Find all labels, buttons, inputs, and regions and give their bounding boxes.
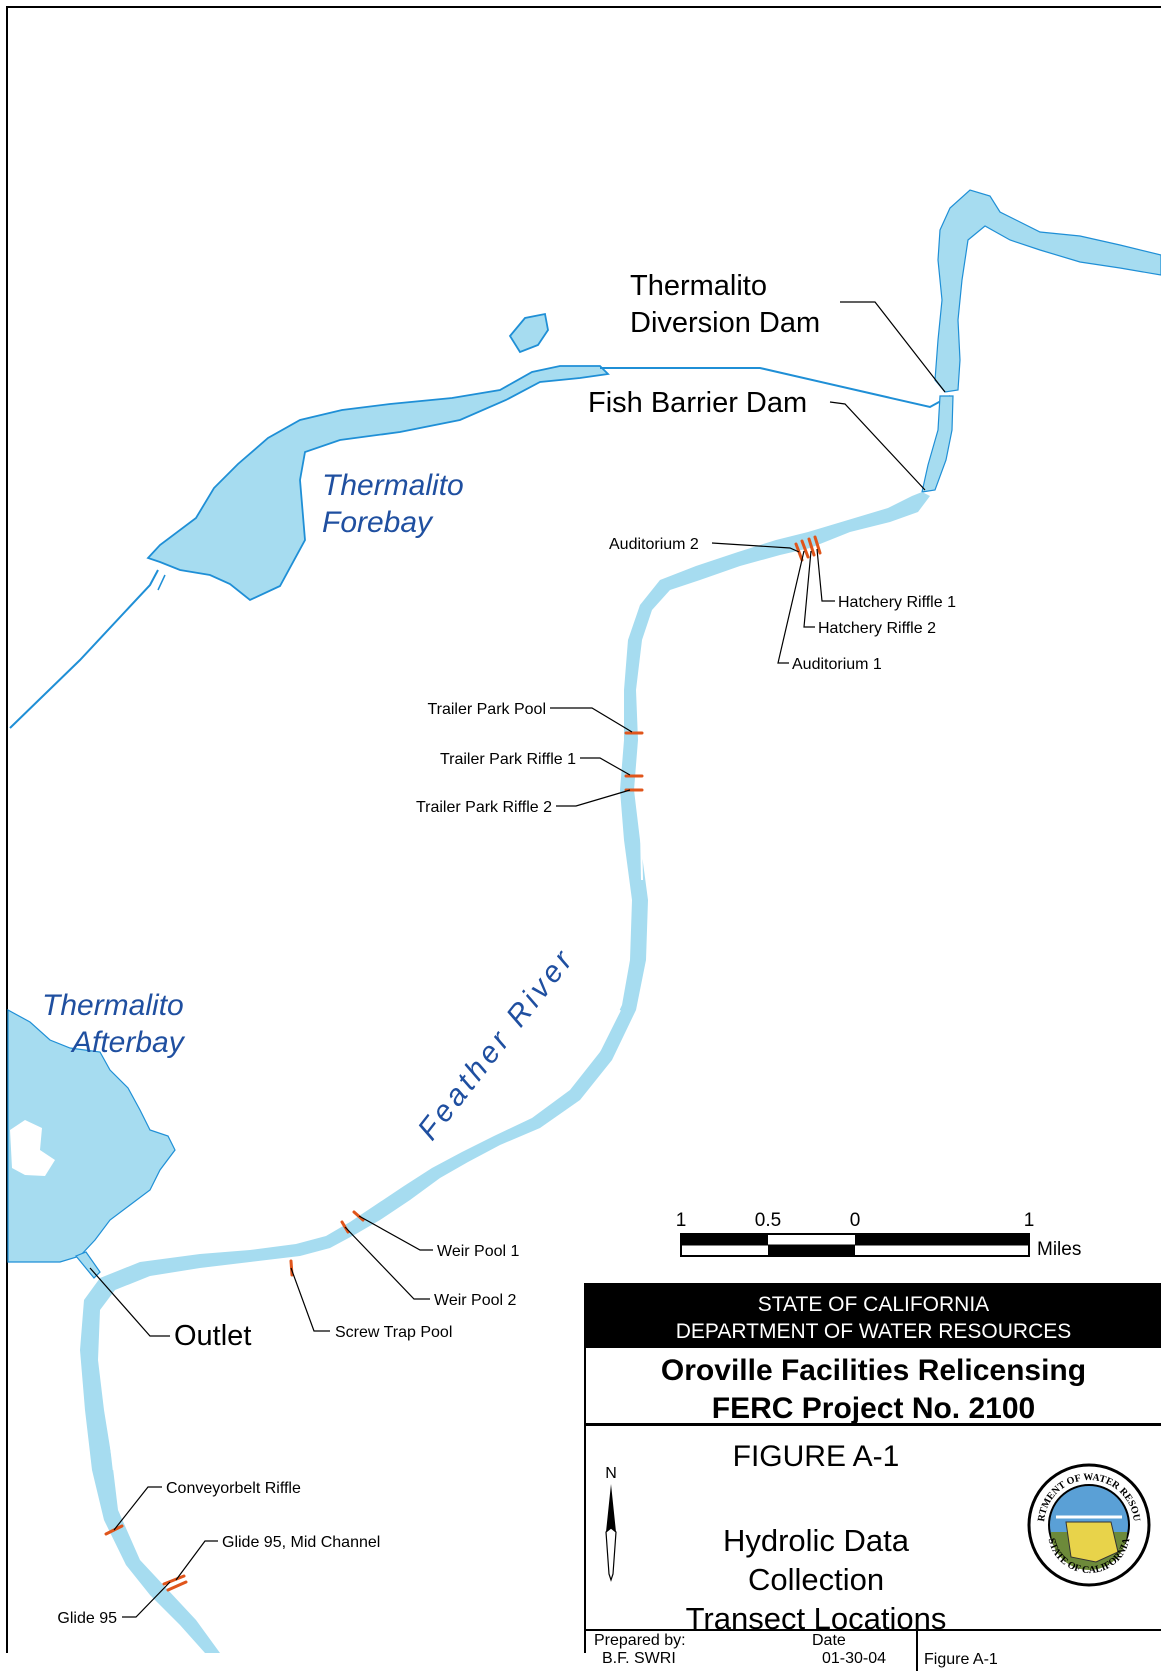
label-trailer-park-pool: Trailer Park Pool bbox=[427, 701, 546, 718]
label-diversion-dam-line2: Diversion Dam bbox=[630, 307, 820, 339]
agency-header: STATE OF CALIFORNIA DEPARTMENT OF WATER … bbox=[586, 1285, 1161, 1348]
date-label: Date bbox=[812, 1632, 846, 1649]
figure-title-line-1: Hydrolic Data Collection bbox=[722, 1523, 910, 1597]
upper-river-arm bbox=[934, 189, 1161, 393]
date-field: Date 01-30-04 bbox=[812, 1632, 886, 1668]
svg-text:N: N bbox=[605, 1465, 617, 1482]
scale-tick-1-right: 1 bbox=[1024, 1210, 1035, 1231]
map-frame bbox=[6, 6, 1161, 1653]
scale-bar: 1 0.5 0 1 Miles bbox=[676, 1210, 1082, 1260]
title-block: STATE OF CALIFORNIA DEPARTMENT OF WATER … bbox=[584, 1283, 1161, 1671]
label-forebay-line1: Thermalito bbox=[322, 469, 464, 502]
label-hatchery-riffle-2: Hatchery Riffle 2 bbox=[818, 620, 936, 637]
label-diversion-dam-line1: Thermalito bbox=[630, 270, 767, 302]
label-glide-95-mid-channel: Glide 95, Mid Channel bbox=[222, 1534, 380, 1551]
label-weir-pool-1: Weir Pool 1 bbox=[437, 1243, 520, 1260]
forebay-island-lobe bbox=[508, 312, 549, 354]
label-afterbay-line2: Afterbay bbox=[70, 1026, 186, 1059]
prepared-by: Prepared by: B.F. SWRI bbox=[594, 1632, 686, 1668]
north-arrow-icon: N bbox=[605, 1465, 617, 1582]
project-title: Oroville Facilities Relicensing FERC Pro… bbox=[586, 1348, 1161, 1426]
label-fish-barrier-dam: Fish Barrier Dam bbox=[588, 387, 807, 419]
thermalito-forebay bbox=[146, 365, 610, 602]
transect-hatchery-riffle-1 bbox=[813, 535, 822, 555]
figure-panel: N FIGURE A-1 Hydrolic Data Collection Tr… bbox=[586, 1426, 1161, 1636]
label-screw-trap-pool: Screw Trap Pool bbox=[335, 1324, 452, 1341]
label-afterbay-line1: Thermalito bbox=[42, 989, 184, 1022]
fish-barrier-reach bbox=[921, 395, 954, 493]
transect-glide-95-mid-channel bbox=[166, 1580, 188, 1592]
footer-divider bbox=[916, 1631, 918, 1671]
label-auditorium-2: Auditorium 2 bbox=[609, 536, 699, 553]
thermalito-afterbay bbox=[7, 1008, 176, 1263]
title-block-footer: Prepared by: B.F. SWRI Date 01-30-04 Fig… bbox=[586, 1631, 1161, 1671]
transect-auditorium-1 bbox=[800, 539, 810, 559]
label-trailer-park-riffle-1: Trailer Park Riffle 1 bbox=[440, 751, 576, 768]
label-outlet: Outlet bbox=[174, 1320, 251, 1352]
scale-unit: Miles bbox=[1037, 1239, 1081, 1260]
leader-lines bbox=[89, 301, 946, 1618]
scale-tick-0: 0 bbox=[850, 1210, 861, 1231]
project-line-2: FERC Project No. 2100 bbox=[711, 1392, 1036, 1425]
figure-number: FIGURE A-1 bbox=[732, 1440, 900, 1473]
afterbay-island bbox=[10, 1120, 55, 1176]
state-name: STATE OF CALIFORNIA bbox=[757, 1293, 990, 1316]
label-trailer-park-riffle-2: Trailer Park Riffle 2 bbox=[416, 799, 552, 816]
transect-hatchery-riffle-2 bbox=[807, 537, 816, 557]
transect-glide-95 bbox=[162, 1574, 186, 1586]
department-name: DEPARTMENT OF WATER RESOURCES bbox=[675, 1320, 1072, 1343]
label-auditorium-1: Auditorium 1 bbox=[792, 656, 882, 673]
afterbay-outlet-channel bbox=[75, 1251, 101, 1279]
label-hatchery-riffle-1: Hatchery Riffle 1 bbox=[838, 594, 956, 611]
label-glide-95: Glide 95 bbox=[57, 1610, 117, 1627]
forebay-outflow-channel bbox=[9, 569, 159, 729]
prepared-by-label: Prepared by: bbox=[594, 1632, 686, 1649]
scale-tick-half: 0.5 bbox=[755, 1210, 781, 1231]
figure-title-line-2: Transect Locations bbox=[685, 1601, 947, 1636]
figure-title: Hydrolic Data Collection Transect Locati… bbox=[656, 1521, 976, 1638]
figure-reference: Figure A-1 bbox=[924, 1651, 998, 1668]
scale-tick-1-left: 1 bbox=[676, 1210, 687, 1231]
label-weir-pool-2: Weir Pool 2 bbox=[434, 1292, 517, 1309]
label-conveyorbelt-riffle: Conveyorbelt Riffle bbox=[166, 1480, 301, 1497]
label-forebay-line2: Forebay bbox=[322, 506, 434, 539]
project-line-1: Oroville Facilities Relicensing bbox=[660, 1354, 1087, 1387]
transect-weir-pool-1 bbox=[352, 1210, 365, 1222]
dwr-seal-icon: DEPARTMENT OF WATER RESOURCES STATE OF C… bbox=[1026, 1462, 1151, 1587]
